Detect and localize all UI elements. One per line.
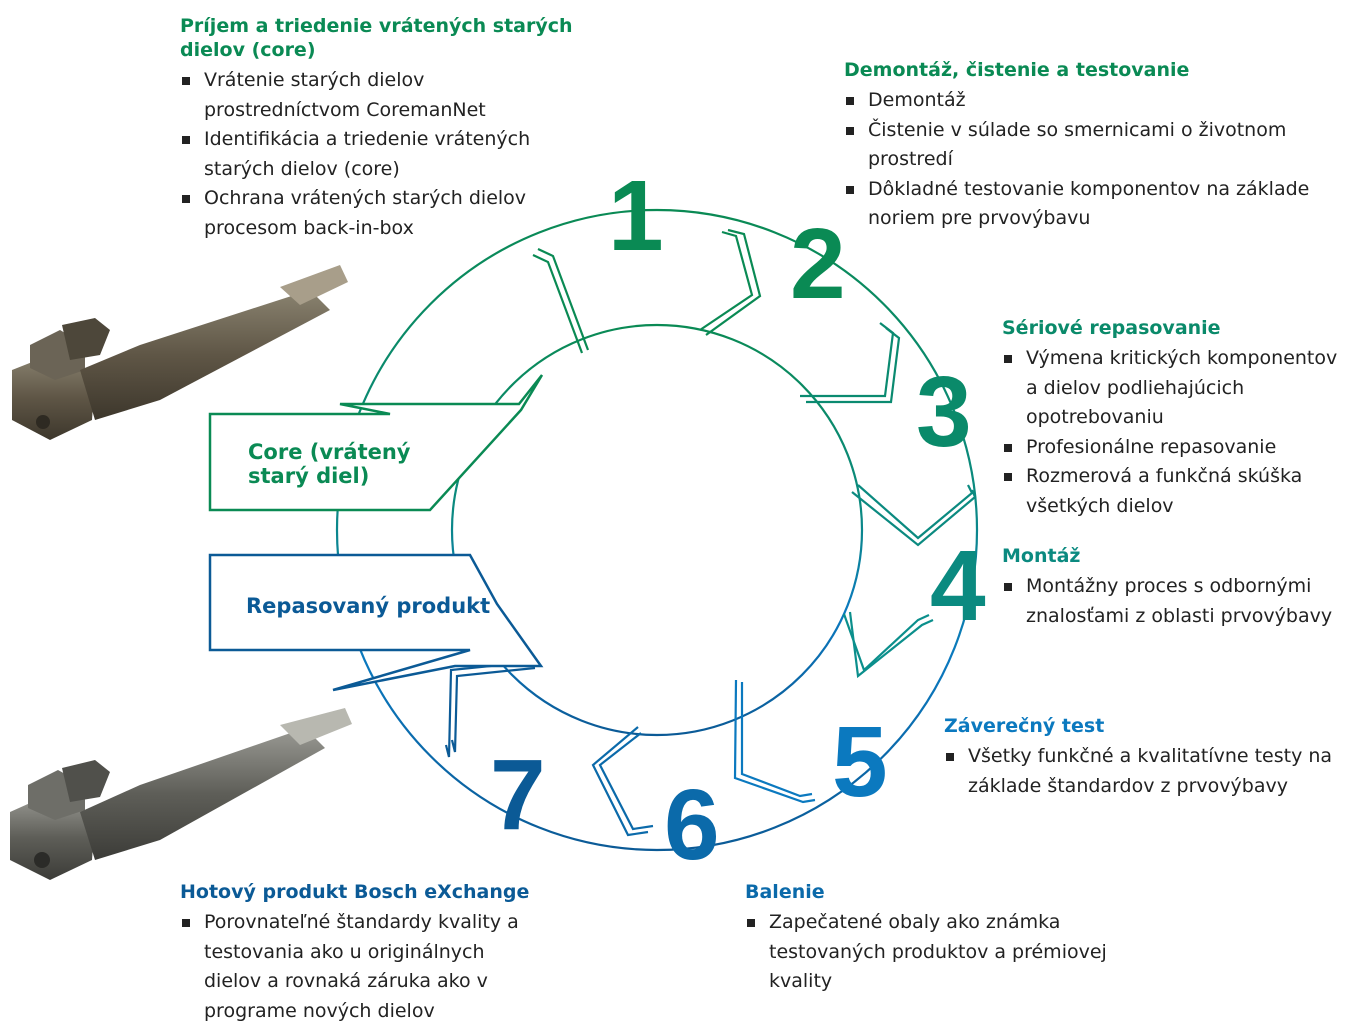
step-2-block: Demontáž, čistenie a testovanie Demontáž… [844,58,1344,234]
step-number-2: 2 [790,208,846,320]
step-4-block: Montáž Montážny proces s odbornými znalo… [1002,544,1352,631]
step-1-item: Ochrana vrátených starých dielov proceso… [180,184,580,243]
step-4-title: Montáž [1002,545,1081,567]
step-2-item: Čistenie v súlade so smernicami o životn… [844,116,1344,175]
step-number-4: 4 [930,530,986,642]
step-7-block: Hotový produkt Bosch eXchange Porovnateľ… [180,880,540,1026]
step-2-item: Dôkladné testovanie komponentov na zákla… [844,175,1344,234]
step-number-1: 1 [608,160,664,272]
step-1-item: Vrátenie starých dielov prostredníctvom … [180,66,580,125]
outer-ring [335,208,979,852]
inner-circle [450,323,864,737]
step-1-title: Príjem a triedenie vrátených starých die… [180,15,573,61]
step-7-title: Hotový produkt Bosch eXchange [180,881,530,903]
used-injector-image [12,265,348,440]
step-4-item: Montážny proces s odbornými znalosťami z… [1002,572,1352,631]
step-3-item: Profesionálne repasovanie [1002,433,1352,463]
step-3-item: Výmena kritických komponentov a dielov p… [1002,344,1352,433]
step-5-title: Záverečný test [944,715,1105,737]
output-arrow [208,553,544,692]
step-6-title: Balenie [745,881,825,903]
segment-separators [444,228,977,837]
step-number-7: 7 [490,739,546,851]
step-5-item: Všetky funkčné a kvalitatívne testy na z… [944,742,1350,801]
step-2-item: Demontáž [844,86,1344,116]
step-number-6: 6 [664,769,720,881]
step-7-item: Porovnateľné štandardy kvality a testova… [180,908,540,1026]
step-1-item: Identifikácia a triedenie vrátených star… [180,125,580,184]
step-6-block: Balenie Zapečatené obaly ako známka test… [745,880,1145,997]
step-6-item: Zapečatené obaly ako známka testovaných … [745,908,1145,997]
input-arrow [208,374,544,512]
step-1-block: Príjem a triedenie vrátených starých die… [180,14,580,243]
step-3-item: Rozmerová a funkčná skúška všetkých diel… [1002,462,1352,521]
step-3-title: Sériové repasovanie [1002,317,1221,339]
output-label: Repasovaný produkt [246,594,491,618]
step-5-block: Záverečný test Všetky funkčné a kvalitat… [944,714,1350,801]
step-2-title: Demontáž, čistenie a testovanie [844,59,1190,81]
step-number-3: 3 [916,356,972,468]
step-3-block: Sériové repasovanie Výmena kritických ko… [1002,316,1352,521]
input-label: Core (vrátený starý diel) [248,440,411,488]
step-number-5: 5 [832,706,888,818]
new-injector-image [10,708,352,880]
